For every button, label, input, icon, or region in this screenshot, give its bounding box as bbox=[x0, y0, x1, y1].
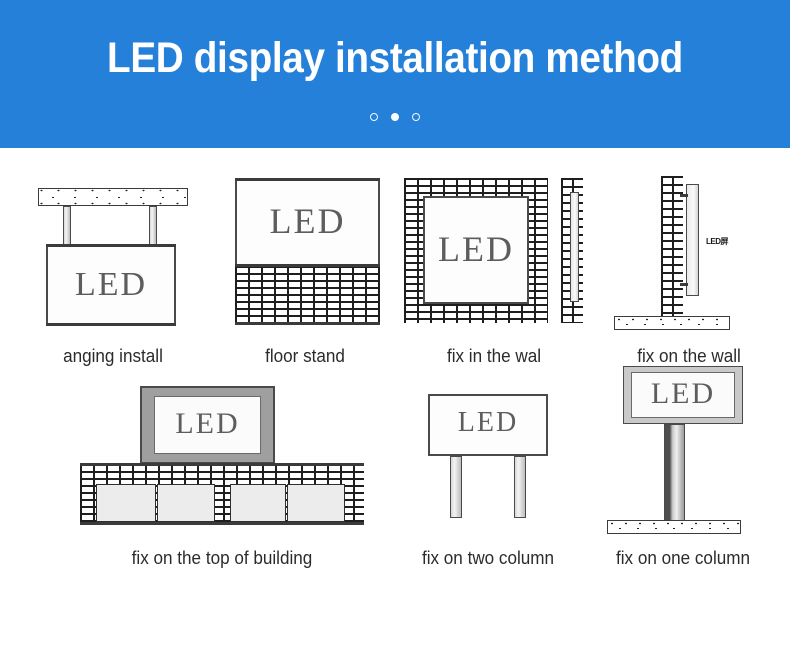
screen-top-edge bbox=[235, 178, 380, 181]
brick-base bbox=[235, 266, 380, 324]
base-bottom-edge bbox=[235, 322, 380, 325]
fix-in-the-wall-illustration: LED bbox=[398, 170, 590, 342]
hanging-rod-left bbox=[63, 206, 71, 246]
led-screen-label: LED bbox=[175, 407, 240, 440]
methods-grid: LED anging install LED bbox=[0, 148, 790, 649]
ground-footing bbox=[614, 316, 730, 330]
led-billboard: LED bbox=[428, 394, 548, 456]
ground-footing bbox=[607, 520, 741, 534]
building-window bbox=[96, 484, 156, 522]
fix-on-two-column-illustration: LED bbox=[395, 380, 581, 542]
method-fix-on-the-wall[interactable]: LED屏 fix on the wall bbox=[596, 170, 782, 367]
floor-stand-illustration: LED bbox=[215, 170, 395, 342]
building-window bbox=[287, 484, 345, 522]
led-screen: LED bbox=[235, 178, 380, 266]
method-hanging-install[interactable]: LED anging install bbox=[18, 170, 208, 367]
led-panel-side bbox=[686, 184, 699, 296]
caption-fix-on-the-wall: fix on the wall bbox=[637, 346, 741, 366]
ceiling-slab bbox=[38, 188, 188, 206]
led-panel-side bbox=[570, 192, 579, 302]
led-screen-label: LED bbox=[269, 201, 346, 241]
method-fix-on-one-column[interactable]: LED fix on one column bbox=[585, 366, 781, 569]
building-window bbox=[230, 484, 286, 522]
caption-floor-stand: floor stand bbox=[265, 346, 345, 366]
led-screen: LED bbox=[46, 244, 176, 326]
led-screen-label: LED bbox=[74, 266, 148, 303]
caption-fix-on-top-of-building: fix on the top of building bbox=[131, 548, 313, 568]
hanging-rod-right bbox=[149, 206, 157, 246]
method-fix-on-top-of-building[interactable]: LED fix on the top of building bbox=[78, 380, 366, 569]
method-floor-stand[interactable]: LED floor stand bbox=[215, 170, 395, 367]
roof-line bbox=[80, 463, 364, 466]
page-title: LED display installation method bbox=[107, 34, 683, 82]
led-screen: LED bbox=[154, 396, 261, 454]
fix-on-top-of-building-illustration: LED bbox=[78, 380, 366, 542]
caption-fix-on-two-column: fix on two column bbox=[421, 548, 555, 568]
carousel-dot-1[interactable] bbox=[370, 113, 378, 121]
screen-bottom-edge bbox=[46, 323, 176, 326]
carousel-dots[interactable] bbox=[0, 113, 790, 121]
caption-fix-on-one-column: fix on one column bbox=[615, 548, 751, 568]
hanging-install-illustration: LED bbox=[18, 170, 208, 342]
caption-hanging-install: anging install bbox=[63, 346, 163, 366]
led-panel-note: LED屏 bbox=[706, 237, 729, 246]
led-billboard: LED bbox=[631, 372, 735, 418]
carousel-dot-3[interactable] bbox=[412, 113, 420, 121]
wall-column-brick bbox=[661, 176, 683, 316]
fix-on-one-column-illustration: LED bbox=[585, 366, 781, 542]
header-banner: LED display installation method bbox=[0, 0, 790, 148]
method-fix-on-two-column[interactable]: LED fix on two column bbox=[395, 380, 581, 569]
led-screen-label: LED bbox=[650, 377, 716, 410]
led-screen-label: LED bbox=[438, 229, 514, 269]
support-column-right bbox=[514, 456, 526, 518]
support-column-left bbox=[450, 456, 462, 518]
carousel-dot-2[interactable] bbox=[391, 113, 399, 121]
led-screen-recess: LED bbox=[423, 196, 529, 304]
caption-fix-in-the-wall: fix in the wal bbox=[446, 346, 542, 366]
building-base-line bbox=[80, 522, 364, 525]
bracket-bottom bbox=[680, 283, 688, 286]
method-fix-in-the-wall[interactable]: LED fix in the wal bbox=[398, 170, 590, 367]
base-top-edge bbox=[235, 264, 380, 267]
bracket-top bbox=[680, 194, 688, 197]
building-window bbox=[157, 484, 215, 522]
fix-on-the-wall-illustration: LED屏 bbox=[596, 170, 782, 342]
screen-top-edge bbox=[46, 244, 176, 247]
methods-row-1: LED anging install LED bbox=[0, 170, 790, 375]
led-screen-label: LED bbox=[457, 407, 519, 438]
support-column bbox=[664, 424, 685, 522]
methods-row-2: LED fix on the top of building bbox=[0, 366, 790, 580]
